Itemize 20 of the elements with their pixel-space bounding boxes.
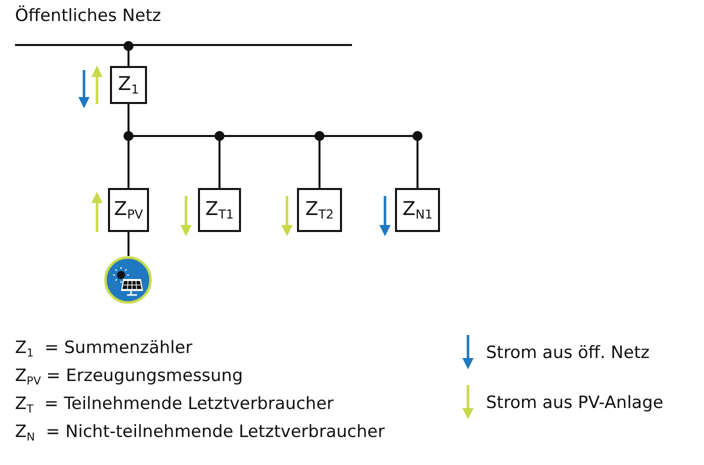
meter-box bbox=[198, 188, 241, 232]
legend-text: Z$_{1}$ = Summenzähler bbox=[15, 338, 192, 360]
meter-label: Z$_{1}$ bbox=[118, 73, 139, 97]
grid-label: Öffentliches Netz bbox=[15, 6, 162, 26]
meter-box bbox=[297, 188, 342, 232]
legend-text: Z$_{PV}$ = Erzeugungsmessung bbox=[15, 366, 243, 388]
meter-label: Z$_{T2}$ bbox=[305, 198, 334, 222]
legend-label: Strom aus öff. Netz bbox=[486, 343, 650, 363]
meter-box bbox=[110, 66, 147, 104]
legend-text: Z$_{N}$ = Nicht-teilnehmende Letztverbraucher bbox=[15, 422, 385, 444]
meter-box bbox=[108, 188, 149, 232]
legend-label: Strom aus PV-Anlage bbox=[486, 393, 664, 413]
meter-label: Z$_{T1}$ bbox=[205, 198, 234, 222]
meter-box bbox=[395, 188, 440, 232]
meter-label: Z$_{PV}$ bbox=[114, 198, 143, 222]
meter-label: Z$_{N1}$ bbox=[402, 198, 433, 222]
connector-line bbox=[124, 41, 134, 66]
legend-text: Z$_{T}$ = Teilnehmende Letztverbraucher bbox=[15, 394, 334, 416]
connector-line bbox=[128, 232, 130, 256]
solar-panel-icon bbox=[104, 256, 152, 304]
